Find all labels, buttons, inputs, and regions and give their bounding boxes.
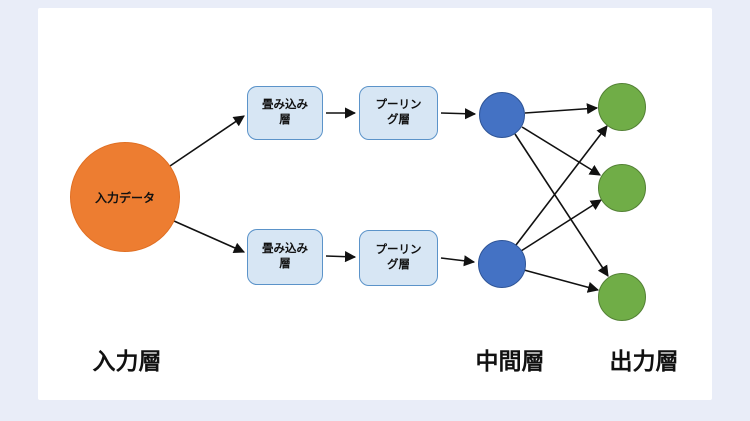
pooling-layer-label-top: プーリン グ層 <box>375 99 422 126</box>
pooling-layer-box-top: プーリン グ層 <box>359 86 438 140</box>
arrow-pool-to-hidden-bottom <box>440 255 476 267</box>
input-node: 入力データ <box>70 142 180 252</box>
conv-layer-box-bottom: 畳み込み 層 <box>247 229 323 285</box>
conv-layer-label-bottom: 畳み込み 層 <box>262 243 308 270</box>
input-node-label: 入力データ <box>94 190 155 205</box>
output-node-3 <box>598 273 646 321</box>
pooling-layer-box-bottom: プーリン グ層 <box>359 230 438 286</box>
pooling-layer-label-bottom: プーリン グ層 <box>375 244 422 271</box>
arrow-hidden-top-to-out-2 <box>521 126 601 176</box>
arrow-input-to-conv-top <box>169 115 245 167</box>
input-layer-label: 入力層 <box>92 348 162 374</box>
hidden-node-top <box>479 92 525 138</box>
arrow-hidden-top-to-out-1 <box>524 103 599 115</box>
output-node-1 <box>598 83 646 131</box>
arrow-conv-to-pool-bottom <box>325 251 357 263</box>
arrow-input-to-conv-bottom <box>173 220 246 254</box>
arrow-hidden-top-to-out-3 <box>514 133 609 277</box>
arrow-hidden-bottom-to-out-2 <box>520 199 602 252</box>
arrow-pool-to-hidden-top <box>440 108 477 120</box>
conv-layer-box-top: 畳み込み 層 <box>247 86 323 140</box>
arrow-hidden-bottom-to-out-1 <box>515 125 608 246</box>
hidden-node-bottom <box>478 240 526 288</box>
conv-layer-label-top: 畳み込み 層 <box>262 99 308 126</box>
output-node-2 <box>598 164 646 212</box>
arrow-hidden-bottom-to-out-3 <box>523 269 600 293</box>
output-layer-label: 出力層 <box>609 348 679 374</box>
hidden-layer-label: 中間層 <box>475 348 545 374</box>
